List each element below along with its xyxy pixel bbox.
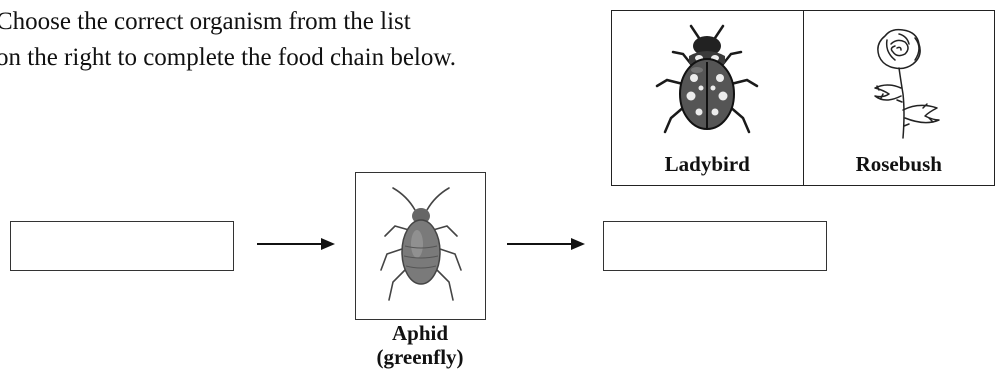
food-chain-blank-predator[interactable] — [603, 221, 827, 271]
organism-choices: Ladybird Rosebush — [611, 10, 995, 186]
choice-label-ladybird: Ladybird — [664, 152, 750, 176]
question-line-1: Choose the correct organism from the lis… — [0, 8, 411, 35]
aphid-label: Aphid (greenfly) — [330, 321, 510, 369]
choice-rosebush[interactable]: Rosebush — [802, 11, 995, 185]
ladybird-icon — [656, 24, 759, 134]
aphid-picture-frame — [355, 172, 486, 320]
question-text: Choose the correct organism from the lis… — [0, 4, 606, 76]
food-chain-blank-producer[interactable] — [10, 221, 234, 271]
aphid-icon — [379, 187, 462, 301]
choice-label-rosebush: Rosebush — [855, 152, 942, 176]
arrow-icon — [257, 238, 335, 250]
question-line-2: on the right to complete the food chain … — [0, 44, 457, 71]
arrow-icon — [507, 238, 585, 250]
choice-ladybird[interactable]: Ladybird — [612, 11, 803, 185]
aphid-name: Aphid — [391, 321, 449, 345]
aphid-alt-name: (greenfly) — [376, 345, 464, 369]
rose-icon — [874, 28, 940, 139]
